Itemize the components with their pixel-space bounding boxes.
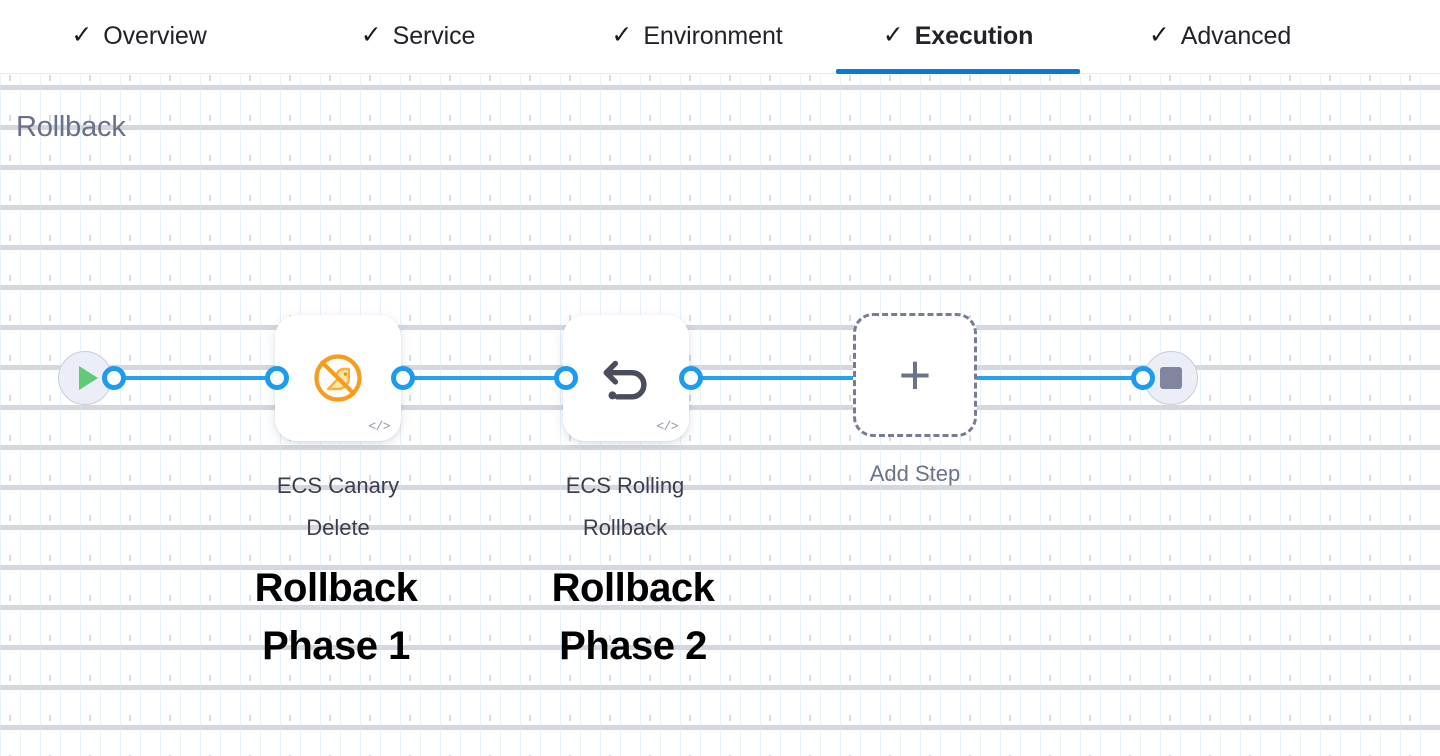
connector-edge bbox=[955, 376, 1150, 380]
stop-icon bbox=[1160, 367, 1182, 389]
annotation-rollback-phase-2: Rollback Phase 2 bbox=[483, 559, 783, 675]
tab-label: Execution bbox=[914, 22, 1034, 50]
tab-underline bbox=[558, 69, 836, 74]
step-node-ecs-rolling-rollback[interactable]: </> bbox=[563, 315, 689, 441]
tab-overview[interactable]: ✓ Overview bbox=[0, 0, 278, 74]
step-node-label-line2: Rollback bbox=[582, 514, 668, 540]
step-node-label: ECS Canary Delete bbox=[233, 465, 443, 549]
check-icon: ✓ bbox=[1148, 21, 1170, 49]
tab-underline bbox=[0, 69, 278, 74]
tab-underline bbox=[278, 69, 558, 74]
connector-edge bbox=[395, 376, 577, 380]
annotation-line2: Phase 1 bbox=[262, 624, 410, 668]
play-icon bbox=[78, 366, 98, 390]
plus-icon: + bbox=[898, 343, 932, 407]
connector-edge bbox=[685, 376, 875, 380]
step-node-label-line1: ECS Canary bbox=[276, 473, 400, 498]
tab-label: Environment bbox=[643, 22, 783, 50]
connector-port[interactable] bbox=[265, 366, 289, 390]
flow-graph: </> </> ECS Canary Delete ECS Rolling Ro… bbox=[0, 75, 1440, 756]
check-icon: ✓ bbox=[360, 21, 382, 49]
rollback-arrow-icon bbox=[597, 349, 655, 407]
pipeline-canvas[interactable]: Rollback </> bbox=[0, 75, 1440, 756]
step-node-label: ECS Rolling Rollback bbox=[520, 465, 730, 549]
check-icon: ✓ bbox=[71, 21, 93, 49]
connector-port[interactable] bbox=[391, 366, 415, 390]
tab-environment[interactable]: ✓ Environment bbox=[558, 0, 836, 74]
tab-label: Overview bbox=[103, 22, 207, 50]
connector-port[interactable] bbox=[102, 366, 126, 390]
add-step-label: Add Step bbox=[869, 461, 961, 486]
annotation-line1: Rollback bbox=[551, 566, 715, 610]
check-icon: ✓ bbox=[882, 21, 904, 49]
step-node-label-line1: ECS Rolling bbox=[565, 473, 685, 498]
connector-port[interactable] bbox=[554, 366, 578, 390]
ecs-canary-delete-icon bbox=[309, 349, 367, 407]
connector-port[interactable] bbox=[1131, 366, 1155, 390]
wizard-tab-bar: ✓ Overview ✓ Service ✓ Environment ✓ Exe… bbox=[0, 0, 1440, 74]
tab-service[interactable]: ✓ Service bbox=[278, 0, 558, 74]
connector-port[interactable] bbox=[679, 366, 703, 390]
annotation-line2: Phase 2 bbox=[559, 624, 707, 668]
code-view-icon[interactable]: </> bbox=[656, 419, 678, 434]
tab-execution[interactable]: ✓ Execution bbox=[836, 0, 1080, 74]
tab-underline bbox=[1080, 69, 1360, 74]
tab-advanced[interactable]: ✓ Advanced bbox=[1080, 0, 1360, 74]
tab-label: Service bbox=[392, 22, 476, 50]
section-title: Rollback bbox=[16, 111, 126, 143]
check-icon: ✓ bbox=[611, 21, 633, 49]
annotation-rollback-phase-1: Rollback Phase 1 bbox=[186, 559, 486, 675]
step-node-ecs-canary-delete[interactable]: </> bbox=[275, 315, 401, 441]
step-node-label-line2: Delete bbox=[306, 514, 370, 540]
connector-edge bbox=[110, 376, 288, 380]
tab-label: Advanced bbox=[1180, 22, 1292, 50]
code-view-icon[interactable]: </> bbox=[368, 419, 390, 434]
add-step-button[interactable]: + bbox=[853, 313, 977, 437]
annotation-line1: Rollback bbox=[254, 566, 418, 610]
tab-underline-active bbox=[836, 68, 1080, 74]
